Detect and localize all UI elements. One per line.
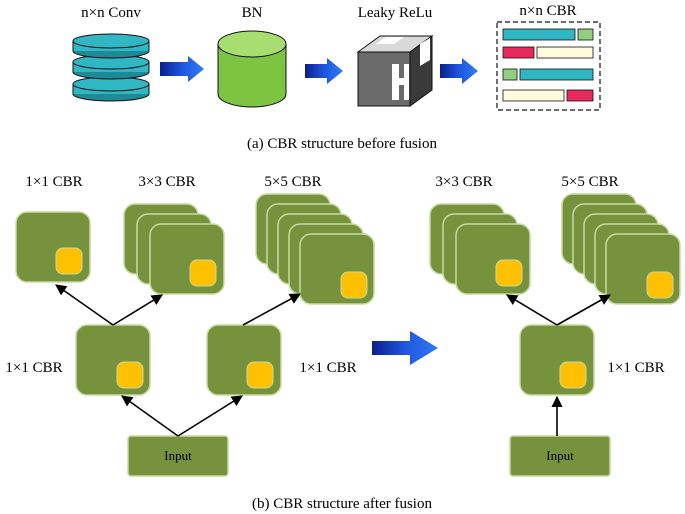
cbr-stack-3x3 [123, 203, 225, 295]
blue-arrow-1 [160, 56, 204, 82]
label-mid-left: 1×1 CBR [5, 360, 62, 376]
leaky-relu-cube-icon [356, 35, 434, 107]
leaky-relu-label: Leaky ReLu [358, 5, 433, 21]
conv-stack-icon [72, 33, 150, 102]
label-5x5-branch: 5×5 CBR [264, 174, 321, 190]
cbr-block-mid-left [75, 324, 151, 396]
bn-cylinder-icon [217, 30, 287, 108]
label-1x1-branch: 1×1 CBR [25, 174, 82, 190]
right-cbr-block-mid [519, 324, 595, 396]
arrows-right [506, 294, 611, 436]
conv-label: n×n Conv [81, 5, 141, 21]
right-cbr-stack-5x5 [561, 193, 681, 305]
bn-label: BN [242, 5, 263, 21]
label-3x3-branch: 3×3 CBR [138, 174, 195, 190]
caption-b: (b) CBR structure after fusion [252, 496, 432, 512]
right-label-mid: 1×1 CBR [607, 360, 664, 376]
right-label-5x5: 5×5 CBR [561, 174, 618, 190]
label-mid-right: 1×1 CBR [299, 360, 356, 376]
cbr-block-mid-right [206, 324, 282, 396]
right-label-3x3: 3×3 CBR [435, 174, 492, 190]
arrows-left [55, 284, 301, 437]
blue-arrow-3 [440, 58, 478, 84]
input-label-left: Input [164, 448, 192, 463]
cbr-bars-icon [496, 21, 601, 111]
input-block-left: Input [127, 435, 229, 477]
cbr-stack-5x5 [255, 193, 375, 305]
input-block-right: Input [509, 435, 611, 477]
cbr-block-1x1 [15, 211, 91, 283]
blue-arrow-2 [305, 58, 343, 84]
right-cbr-stack-3x3 [429, 203, 531, 295]
fusion-arrow [372, 331, 438, 365]
input-label-right: Input [546, 448, 574, 463]
caption-a: (a) CBR structure before fusion [247, 136, 437, 152]
cbr-label: n×n CBR [519, 3, 576, 19]
